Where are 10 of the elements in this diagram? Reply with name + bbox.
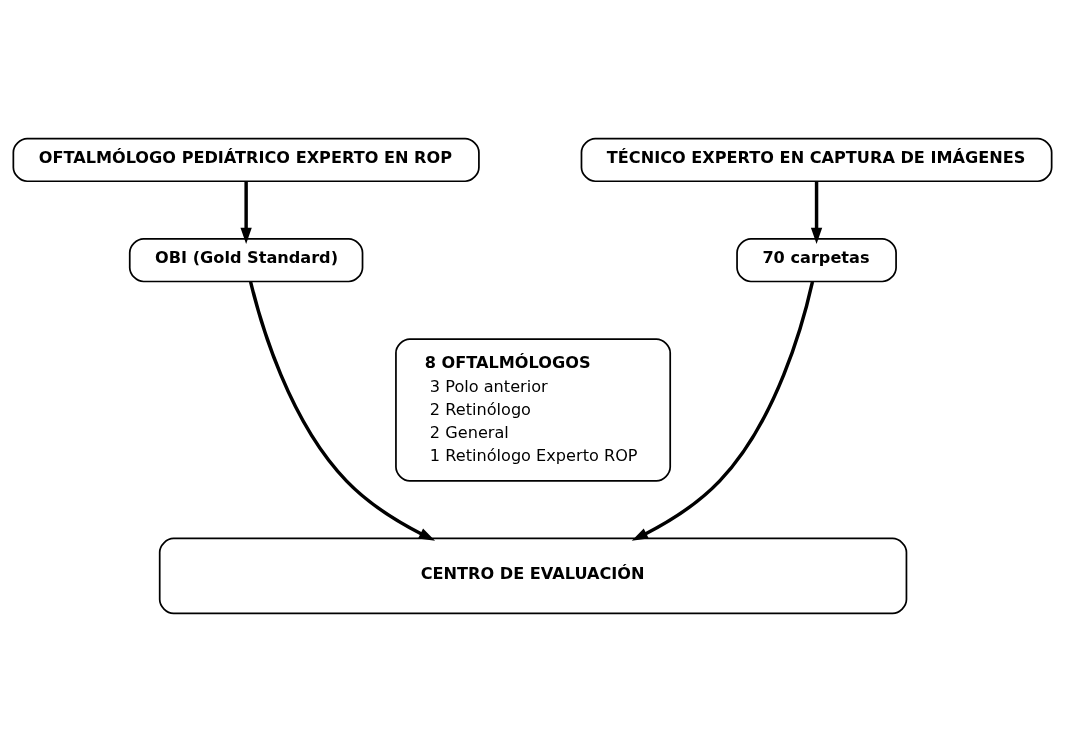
node-box: OBI (Gold Standard)	[128, 237, 364, 282]
node-box: CENTRO DE EVALUACIÓN	[158, 537, 908, 614]
arrow	[248, 280, 436, 541]
node-box: 8 OFTALMÓLOGOS 3 Polo anterior 2 Retinólogo 2 General 1 Retinólogo Experto ROP	[395, 337, 672, 482]
node-box: TÉCNICO EXPERTO EN CAPTURA DE IMÁGENES	[580, 137, 1053, 182]
arrow	[631, 280, 815, 541]
node-box: 70 carpetas	[736, 237, 897, 282]
arrow	[240, 180, 252, 244]
arrow	[810, 180, 823, 244]
node-box: OFTALMÓLOGO PEDIÁTRICO EXPERTO EN ROP	[12, 137, 480, 182]
